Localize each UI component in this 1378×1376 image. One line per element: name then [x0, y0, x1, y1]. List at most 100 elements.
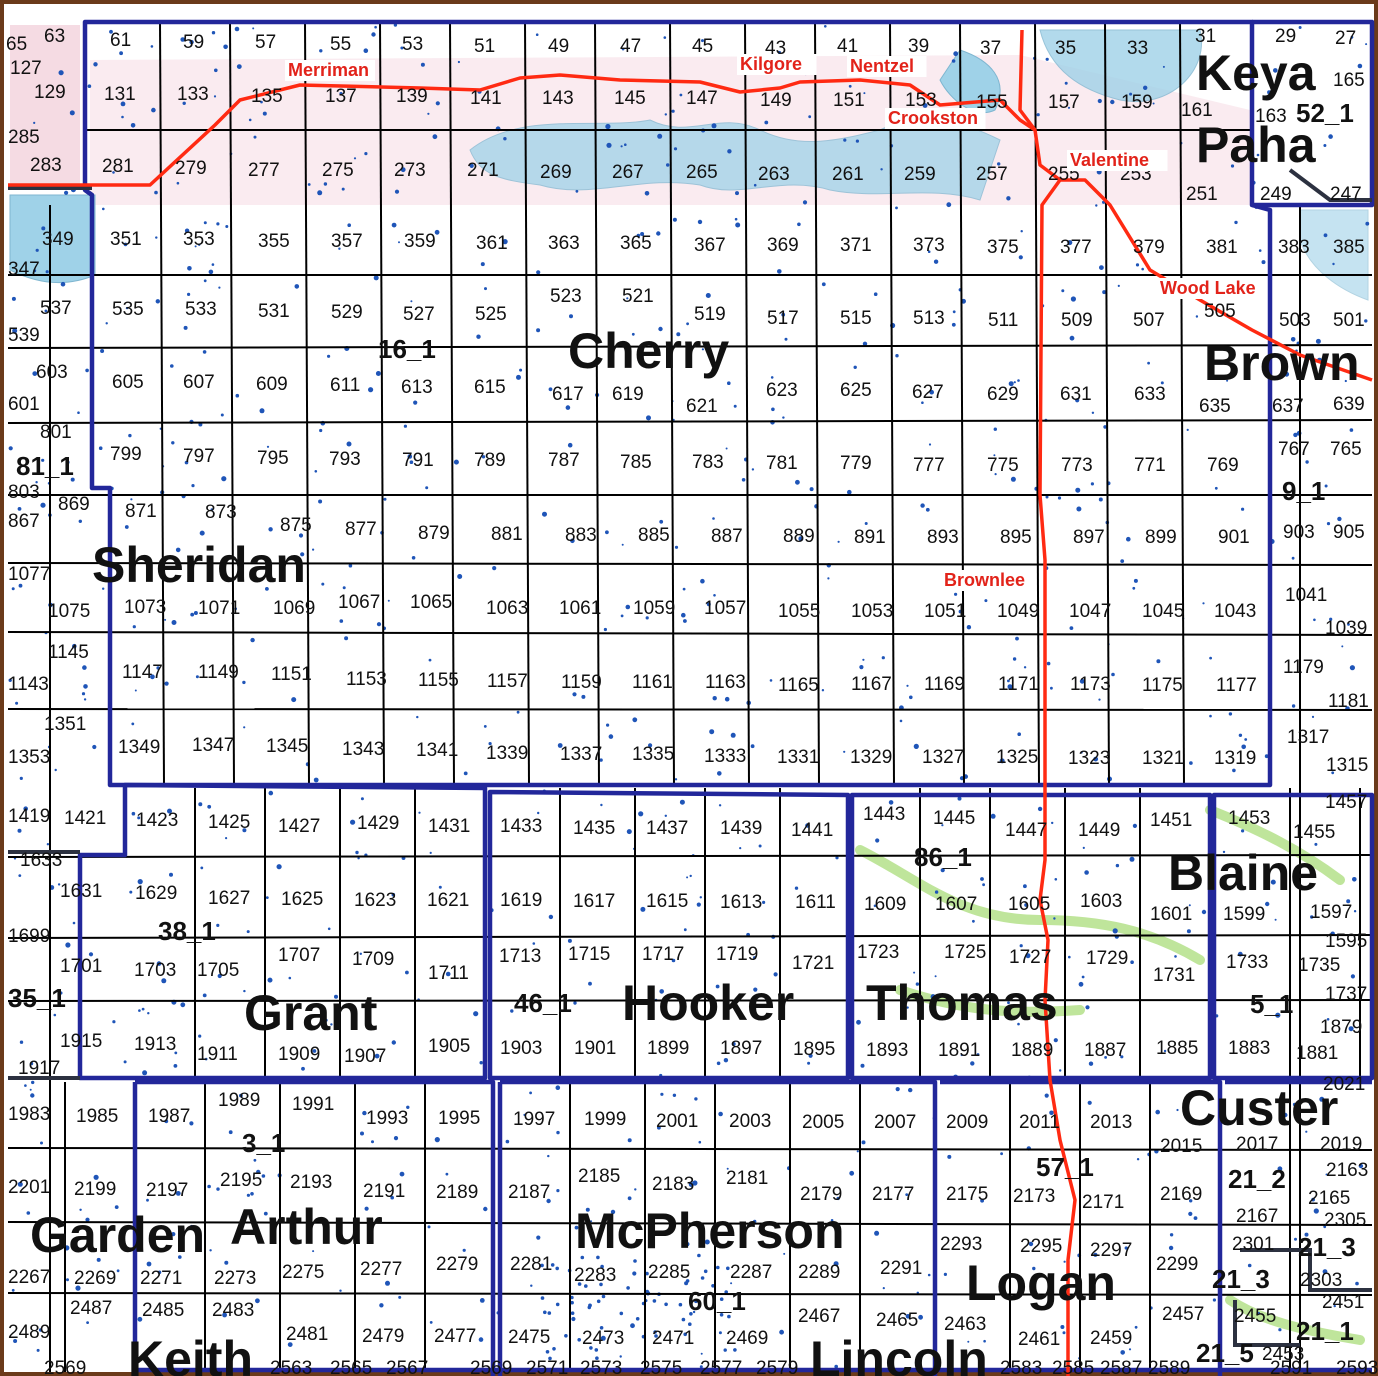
well-dot — [735, 222, 741, 228]
well-dot — [880, 168, 883, 171]
well-dot — [683, 928, 687, 932]
well-dot — [681, 1317, 686, 1322]
well-dot — [1008, 381, 1014, 387]
section-number: 633 — [1134, 384, 1166, 405]
well-dot — [625, 604, 631, 610]
county-label: Lincoln — [810, 1331, 988, 1376]
well-dot — [1132, 586, 1136, 590]
well-dot — [174, 1051, 178, 1055]
well-dot — [46, 843, 50, 846]
section-number: 1435 — [573, 818, 615, 839]
section-number: 773 — [1061, 455, 1093, 476]
section-number: 893 — [927, 527, 959, 548]
well-dot — [769, 679, 773, 682]
well-dot — [371, 1140, 374, 1144]
section-number: 377 — [1060, 237, 1092, 258]
well-dot — [733, 1348, 737, 1352]
well-dot — [830, 1219, 834, 1222]
section-number: 141 — [470, 88, 502, 109]
well-dot — [416, 715, 419, 719]
section-number: 139 — [396, 86, 428, 107]
well-dot — [225, 837, 228, 840]
well-dot — [193, 611, 198, 615]
well-dot — [480, 262, 485, 267]
section-number: 511 — [988, 310, 1018, 331]
section-number: 1177 — [1216, 675, 1257, 696]
section-number: 2175 — [946, 1184, 988, 1205]
well-dot — [837, 540, 840, 543]
well-dot — [1239, 1100, 1242, 1104]
section-number: 513 — [913, 308, 945, 329]
section-number: 1633 — [20, 850, 62, 871]
well-dot — [1110, 99, 1115, 105]
section-number: 601 — [8, 394, 40, 415]
well-dot — [696, 902, 701, 907]
section-number: 131 — [104, 84, 136, 105]
section-number: 371 — [840, 235, 872, 256]
well-dot — [694, 1097, 698, 1101]
well-dot — [169, 872, 173, 877]
section-number: 51 — [474, 36, 495, 57]
well-dot — [138, 1009, 141, 1012]
well-dot — [1333, 1304, 1336, 1308]
well-dot — [595, 1356, 599, 1360]
well-dot — [164, 618, 167, 621]
section-number: 127 — [10, 58, 42, 79]
well-dot — [479, 1061, 483, 1065]
well-dot — [626, 829, 632, 835]
section-number: 2295 — [1020, 1236, 1062, 1257]
section-number: 775 — [987, 455, 1019, 476]
well-dot — [11, 296, 16, 301]
section-number: 363 — [548, 233, 580, 254]
section-number: 149 — [760, 90, 792, 111]
well-dot — [546, 1198, 551, 1204]
well-dot — [1258, 249, 1262, 252]
well-dot — [899, 719, 903, 723]
section-number: 515 — [840, 308, 872, 329]
well-dot — [228, 1130, 233, 1135]
well-dot — [187, 266, 192, 271]
well-dot — [187, 292, 191, 296]
well-dot — [1209, 714, 1212, 718]
section-number: 1905 — [428, 1036, 470, 1057]
grid-line — [814, 21, 820, 786]
well-dot — [390, 1195, 395, 1200]
well-dot — [727, 149, 732, 154]
section-number: 1327 — [922, 747, 964, 768]
section-number: 1423 — [136, 810, 178, 831]
well-dot — [1309, 1102, 1313, 1106]
section-number: 277 — [248, 160, 280, 181]
well-dot — [875, 838, 880, 843]
well-dot — [1346, 899, 1351, 904]
section-number: 1599 — [1223, 904, 1265, 925]
well-dot — [1277, 1166, 1283, 1172]
well-dot — [1290, 337, 1296, 342]
well-dot — [1102, 290, 1107, 295]
well-dot — [216, 1187, 220, 1191]
county-label: Paha — [1196, 117, 1317, 173]
section-number: 1325 — [996, 747, 1038, 768]
well-dot — [1054, 878, 1058, 881]
county-label: Blaine — [1168, 845, 1318, 901]
section-number: 2181 — [726, 1168, 768, 1189]
town-label: Kilgore — [740, 54, 802, 74]
well-dot — [409, 460, 414, 465]
section-number: 1437 — [646, 818, 688, 839]
well-dot — [632, 717, 638, 723]
well-dot — [1025, 953, 1031, 959]
section-number: 53 — [402, 34, 423, 55]
county-label: Sheridan — [92, 537, 306, 593]
section-number: 2303 — [1300, 1270, 1342, 1291]
section-number: 285 — [8, 127, 40, 148]
well-dot — [357, 857, 360, 860]
well-dot — [590, 1220, 593, 1223]
section-number: 1071 — [198, 598, 240, 619]
well-dot — [146, 1198, 149, 1202]
well-dot — [1082, 846, 1085, 850]
well-dot — [727, 381, 731, 386]
well-dot — [239, 1093, 243, 1098]
well-dot — [967, 1340, 970, 1343]
well-dot — [639, 360, 644, 366]
well-dot — [1124, 1246, 1128, 1250]
